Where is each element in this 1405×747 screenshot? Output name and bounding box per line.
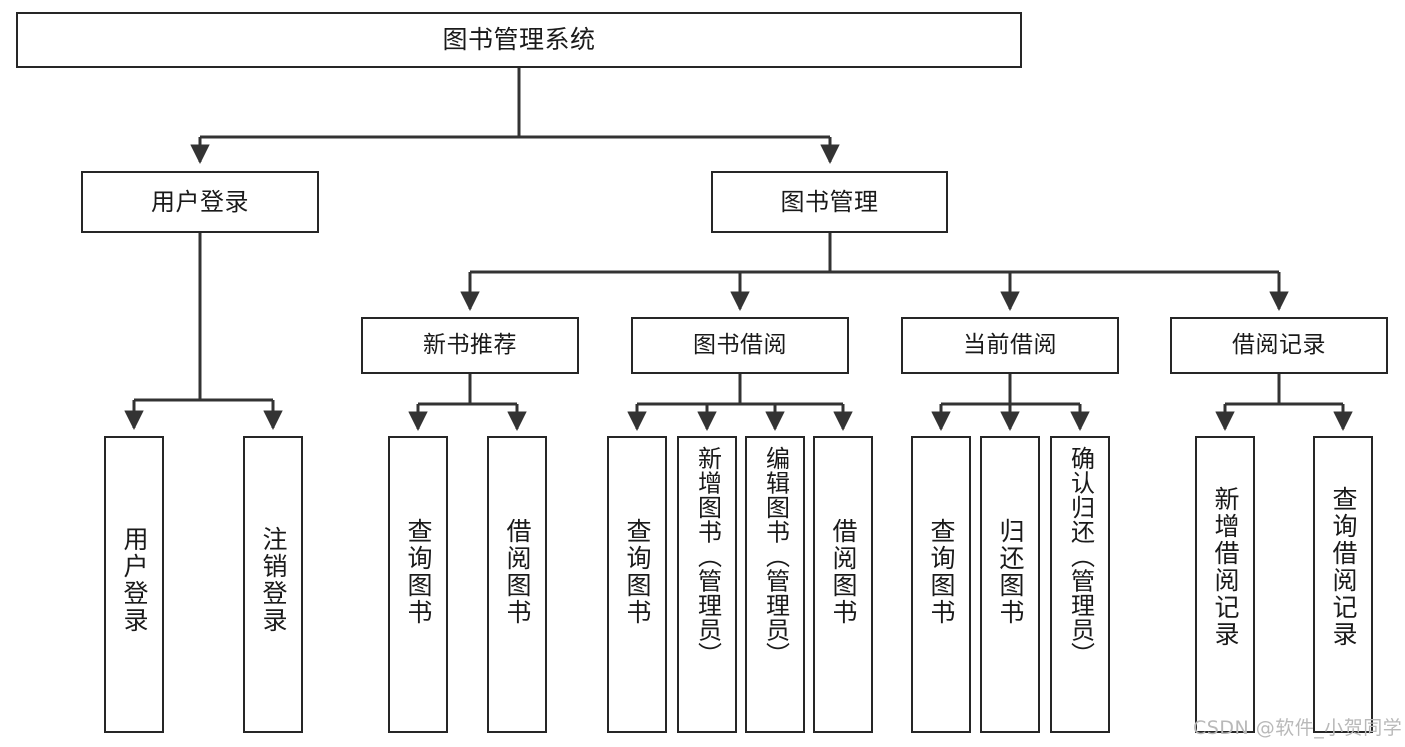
node-leaf-edit-book-admin[interactable]: 编辑图书（管理员）	[745, 436, 805, 733]
node-new-book-recommend[interactable]: 新书推荐	[361, 317, 579, 374]
node-leaf-confirm-return-admin-label: 确认归还（管理员）	[1066, 446, 1095, 667]
node-leaf-user-login-label: 用户登录	[120, 526, 149, 634]
node-leaf-query-book-1-label: 查询图书	[404, 518, 433, 626]
node-book-borrow[interactable]: 图书借阅	[631, 317, 849, 374]
node-borrow-record[interactable]: 借阅记录	[1170, 317, 1388, 374]
node-leaf-add-book-admin[interactable]: 新增图书（管理员）	[677, 436, 737, 733]
node-leaf-user-logout[interactable]: 注销登录	[243, 436, 303, 733]
node-leaf-add-borrow-record[interactable]: 新增借阅记录	[1195, 436, 1255, 733]
node-leaf-add-borrow-record-label: 新增借阅记录	[1211, 486, 1240, 648]
node-leaf-query-borrow-record[interactable]: 查询借阅记录	[1313, 436, 1373, 733]
node-user-login-label: 用户登录	[151, 187, 249, 216]
node-leaf-user-login[interactable]: 用户登录	[104, 436, 164, 733]
node-leaf-return-book-label: 归还图书	[996, 518, 1025, 626]
node-leaf-borrow-book-1-label: 借阅图书	[503, 518, 532, 626]
node-leaf-add-book-admin-label: 新增图书（管理员）	[693, 446, 722, 667]
node-leaf-query-book-3[interactable]: 查询图书	[911, 436, 971, 733]
node-current-borrow-label: 当前借阅	[963, 331, 1057, 358]
node-borrow-record-label: 借阅记录	[1232, 331, 1326, 358]
node-leaf-return-book[interactable]: 归还图书	[980, 436, 1040, 733]
node-new-book-recommend-label: 新书推荐	[423, 331, 517, 358]
node-root[interactable]: 图书管理系统	[16, 12, 1022, 68]
node-leaf-user-logout-label: 注销登录	[259, 526, 288, 634]
node-leaf-query-book-2[interactable]: 查询图书	[607, 436, 667, 733]
node-leaf-edit-book-admin-label: 编辑图书（管理员）	[761, 446, 790, 667]
node-leaf-query-borrow-record-label: 查询借阅记录	[1329, 486, 1358, 648]
node-user-login[interactable]: 用户登录	[81, 171, 319, 233]
node-leaf-borrow-book-2[interactable]: 借阅图书	[813, 436, 873, 733]
node-leaf-borrow-book-2-label: 借阅图书	[829, 518, 858, 626]
node-current-borrow[interactable]: 当前借阅	[901, 317, 1119, 374]
node-book-manage-label: 图书管理	[780, 187, 879, 216]
node-leaf-query-book-3-label: 查询图书	[927, 518, 956, 626]
csdn-watermark: CSDN @软件_小贺同学	[1193, 717, 1403, 739]
node-book-borrow-label: 图书借阅	[693, 331, 787, 358]
node-leaf-borrow-book-1[interactable]: 借阅图书	[487, 436, 547, 733]
node-leaf-query-book-2-label: 查询图书	[623, 518, 652, 626]
node-root-label: 图书管理系统	[442, 25, 596, 55]
node-leaf-confirm-return-admin[interactable]: 确认归还（管理员）	[1050, 436, 1110, 733]
node-leaf-query-book-1[interactable]: 查询图书	[388, 436, 448, 733]
node-book-manage[interactable]: 图书管理	[711, 171, 948, 233]
